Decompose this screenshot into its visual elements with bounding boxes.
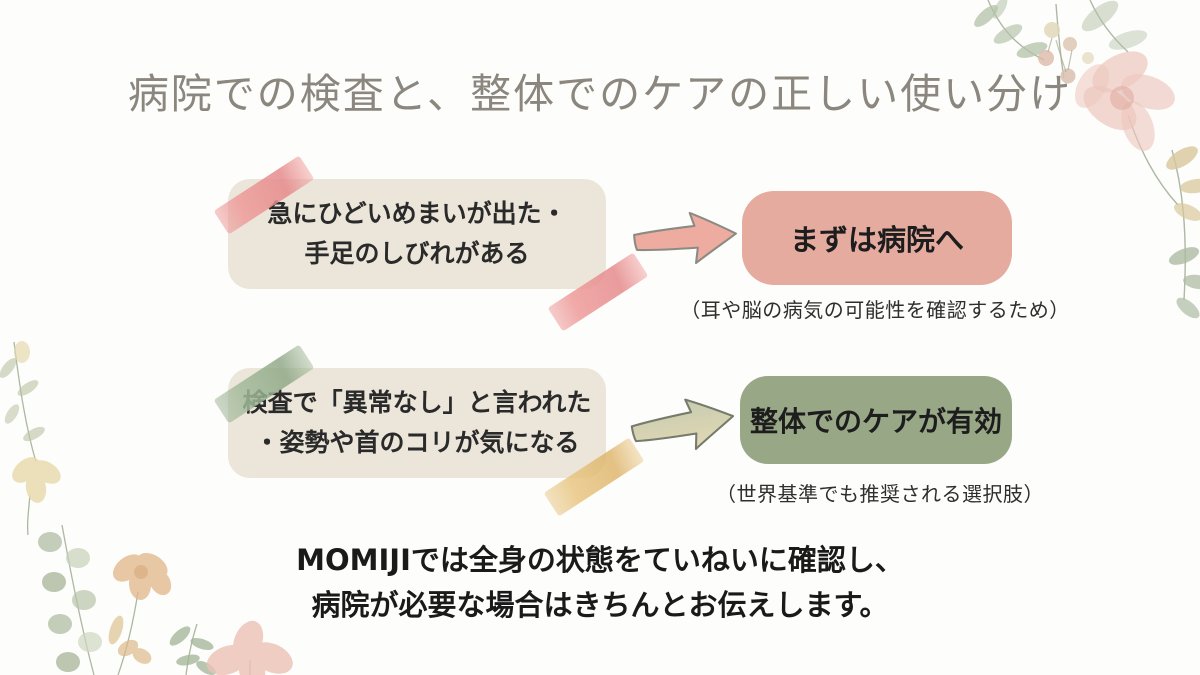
condition-text-line2: ・姿勢や首のコリが気になる [254,428,580,457]
condition-box-hospital: 急にひどいめまいが出た・ 手足のしびれがある [228,179,606,289]
footer-line2: 病院が必要な場合はきちんとお伝えします。 [311,587,889,622]
result-box-hospital: まずは病院へ [742,191,1012,285]
condition-text-line2: 手足のしびれがある [304,239,530,268]
arrow-right-icon [621,385,745,472]
condition-box-seitai: 検査で「異常なし」と言われた ・姿勢や首のコリが気になる [228,368,606,478]
footer-line1: MOMIJIでは全身の状態をていねいに確認し、 [296,543,904,577]
result-caption-hospital: （耳や脳の病気の可能性を確認するため） [680,298,1070,322]
watercolor-flowers-top-right-icon [974,0,1200,319]
condition-text-line1: 急にひどいめまいが出た・ [267,199,567,228]
condition-text-line1: 検査で「異常なし」と言われた [242,388,592,417]
page-title: 病院での検査と、整体でのケアの正しい使い分け [127,70,1073,118]
result-box-seitai: 整体でのケアが有効 [740,376,1012,464]
result-caption-seitai: （世界基準でも推奨される選択肢） [716,482,1044,506]
footer-note: MOMIJIでは全身の状態をていねいに確認し、 病院が必要な場合はきちんとお伝え… [0,538,1200,628]
arrow-right-icon [626,202,745,280]
